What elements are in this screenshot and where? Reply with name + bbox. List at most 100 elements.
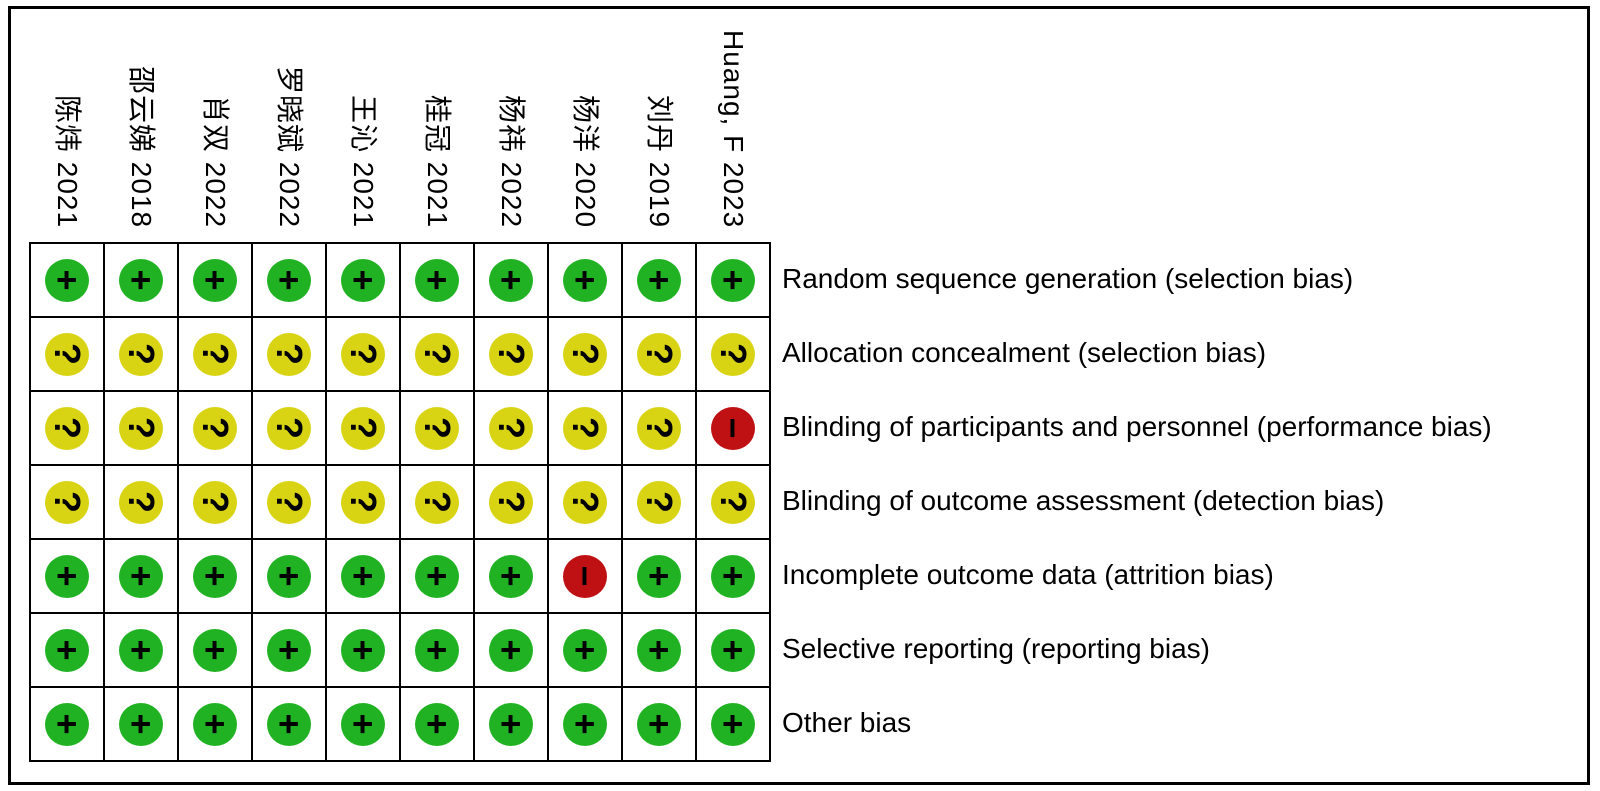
low-risk-circle: + bbox=[341, 702, 385, 746]
rob-cell: ? bbox=[326, 317, 400, 391]
study-header: 陈炜 2021 bbox=[30, 0, 104, 236]
unclear-risk-circle: ? bbox=[267, 332, 311, 376]
study-header: 肖双 2022 bbox=[178, 0, 252, 236]
low-risk-circle: + bbox=[711, 258, 755, 302]
rob-cell: + bbox=[400, 687, 474, 761]
question-icon: ? bbox=[269, 417, 310, 439]
rob-cell: + bbox=[622, 243, 696, 317]
rob-cell: − bbox=[696, 391, 770, 465]
low-risk-circle: + bbox=[637, 702, 681, 746]
question-icon: ? bbox=[565, 343, 606, 365]
rob-cell: ? bbox=[696, 317, 770, 391]
rob-cell: + bbox=[104, 243, 178, 317]
study-header-label: 罗晓斌 2022 bbox=[274, 65, 305, 228]
low-risk-circle: + bbox=[193, 628, 237, 672]
rob-cell: + bbox=[104, 687, 178, 761]
rob-cell: ? bbox=[622, 465, 696, 539]
unclear-risk-circle: ? bbox=[415, 406, 459, 450]
rob-cell: ? bbox=[548, 391, 622, 465]
plus-icon: + bbox=[121, 565, 162, 587]
unclear-risk-circle: ? bbox=[711, 332, 755, 376]
low-risk-circle: + bbox=[267, 702, 311, 746]
domain-label: Blinding of outcome assessment (detectio… bbox=[782, 485, 1385, 516]
question-icon: ? bbox=[121, 343, 162, 365]
plus-icon: + bbox=[343, 713, 384, 735]
rob-cell: ? bbox=[104, 317, 178, 391]
unclear-risk-circle: ? bbox=[637, 406, 681, 450]
low-risk-circle: + bbox=[267, 628, 311, 672]
rob-cell: + bbox=[30, 613, 104, 687]
rob-cell: ? bbox=[474, 391, 548, 465]
unclear-risk-circle: ? bbox=[45, 480, 89, 524]
plus-icon: + bbox=[639, 269, 680, 291]
rob-cell: ? bbox=[548, 465, 622, 539]
low-risk-circle: + bbox=[119, 554, 163, 598]
plus-icon: + bbox=[713, 713, 754, 735]
rob-cell: + bbox=[474, 687, 548, 761]
rob-cell: + bbox=[178, 687, 252, 761]
unclear-risk-circle: ? bbox=[711, 480, 755, 524]
question-icon: ? bbox=[195, 343, 236, 365]
rob-cell: + bbox=[178, 243, 252, 317]
rob-cell: + bbox=[548, 687, 622, 761]
low-risk-circle: + bbox=[119, 258, 163, 302]
plus-icon: + bbox=[713, 269, 754, 291]
plus-icon: + bbox=[269, 639, 310, 661]
unclear-risk-circle: ? bbox=[341, 332, 385, 376]
question-icon: ? bbox=[417, 491, 458, 513]
question-icon: ? bbox=[491, 491, 532, 513]
rob-cell: + bbox=[178, 539, 252, 613]
study-header: 邵云娣 2018 bbox=[104, 0, 178, 236]
low-risk-circle: + bbox=[489, 554, 533, 598]
rob-cell: + bbox=[696, 539, 770, 613]
question-icon: ? bbox=[639, 491, 680, 513]
plus-icon: + bbox=[491, 713, 532, 735]
study-header: 杨祎 2022 bbox=[474, 0, 548, 236]
low-risk-circle: + bbox=[45, 554, 89, 598]
plus-icon: + bbox=[713, 639, 754, 661]
study-header: 杨洋 2020 bbox=[548, 0, 622, 236]
low-risk-circle: + bbox=[489, 258, 533, 302]
rob-cell: + bbox=[474, 243, 548, 317]
low-risk-circle: + bbox=[415, 258, 459, 302]
question-icon: ? bbox=[47, 491, 88, 513]
question-icon: ? bbox=[491, 343, 532, 365]
unclear-risk-circle: ? bbox=[563, 332, 607, 376]
study-header-label: 桂冠 2021 bbox=[422, 94, 453, 228]
plus-icon: + bbox=[417, 565, 458, 587]
unclear-risk-circle: ? bbox=[267, 480, 311, 524]
rob-cell: + bbox=[622, 613, 696, 687]
unclear-risk-circle: ? bbox=[193, 480, 237, 524]
rob-grid: ++++++++++???????????????????−??????????… bbox=[29, 242, 771, 762]
unclear-risk-circle: ? bbox=[119, 480, 163, 524]
plus-icon: + bbox=[47, 269, 88, 291]
unclear-risk-circle: ? bbox=[45, 406, 89, 450]
domain-label: Blinding of participants and personnel (… bbox=[782, 411, 1492, 442]
plus-icon: + bbox=[343, 565, 384, 587]
unclear-risk-circle: ? bbox=[193, 332, 237, 376]
low-risk-circle: + bbox=[45, 628, 89, 672]
rob-cell: ? bbox=[30, 465, 104, 539]
question-icon: ? bbox=[47, 417, 88, 439]
plus-icon: + bbox=[417, 713, 458, 735]
plus-icon: + bbox=[343, 269, 384, 291]
low-risk-circle: + bbox=[267, 258, 311, 302]
question-icon: ? bbox=[343, 491, 384, 513]
study-header: 王沁 2021 bbox=[326, 0, 400, 236]
low-risk-circle: + bbox=[489, 628, 533, 672]
rob-cell: + bbox=[548, 613, 622, 687]
plus-icon: + bbox=[343, 639, 384, 661]
unclear-risk-circle: ? bbox=[45, 332, 89, 376]
rob-cell: ? bbox=[104, 465, 178, 539]
low-risk-circle: + bbox=[45, 702, 89, 746]
rob-cell: ? bbox=[252, 317, 326, 391]
unclear-risk-circle: ? bbox=[267, 406, 311, 450]
plus-icon: + bbox=[639, 639, 680, 661]
question-icon: ? bbox=[269, 491, 310, 513]
plus-icon: + bbox=[195, 639, 236, 661]
plus-icon: + bbox=[417, 269, 458, 291]
domain-label: Allocation concealment (selection bias) bbox=[782, 337, 1267, 368]
rob-cell: + bbox=[696, 243, 770, 317]
